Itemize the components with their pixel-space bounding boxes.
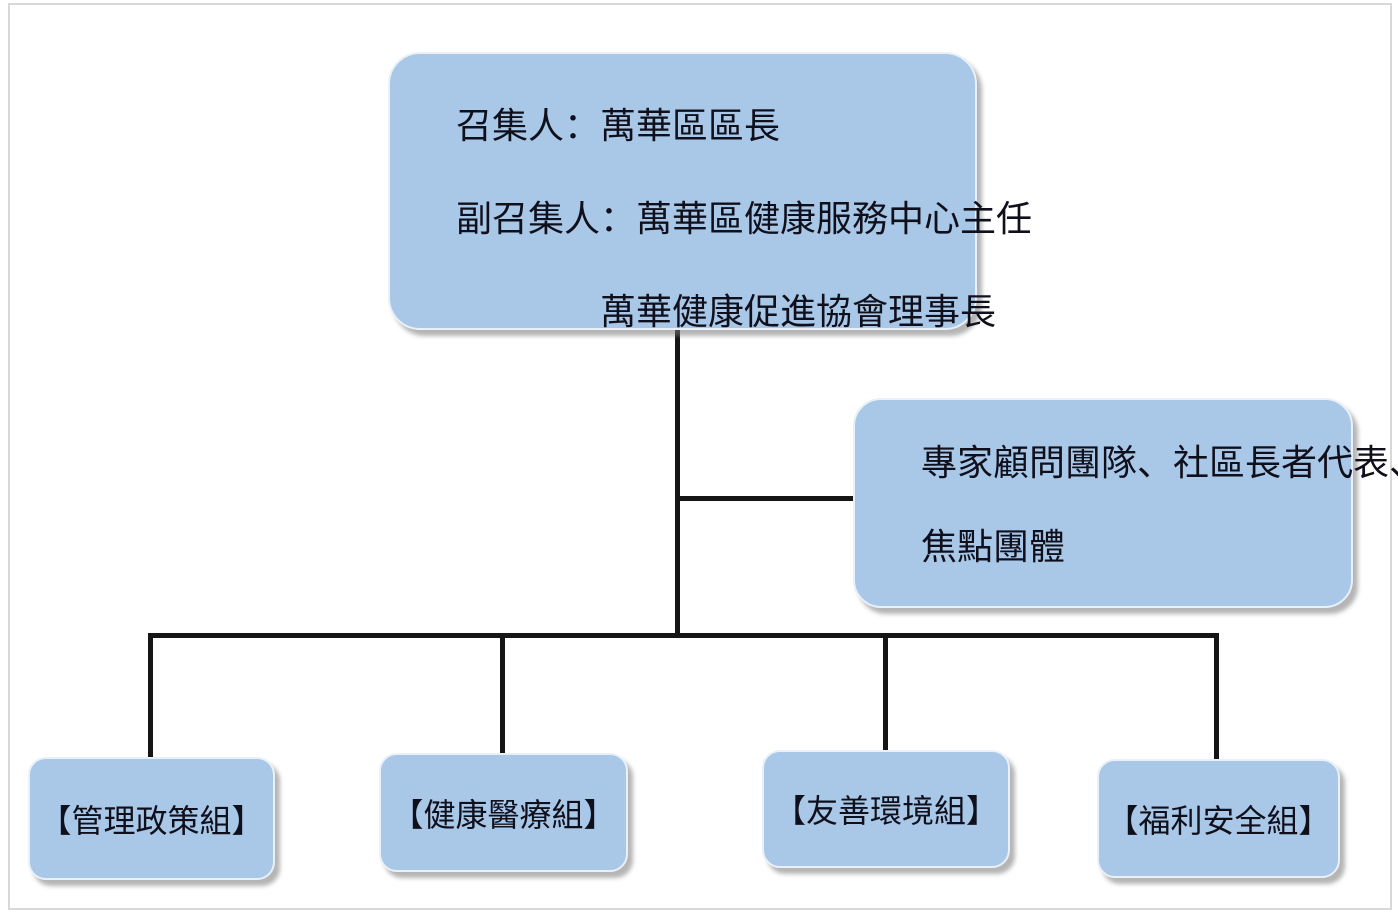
connector-drop-1 xyxy=(148,633,153,759)
group-box-management-policy: 【管理政策組】 xyxy=(28,757,275,880)
connector-advisor-branch xyxy=(677,496,855,501)
advisor-line-2: 焦點團體 xyxy=(921,526,1066,567)
leader-box: 召集人：萬華區區長 副召集人：萬華區健康服務中心主任 萬華健康促進協會理事長 xyxy=(388,52,1033,332)
advisor-box: 專家顧問團隊、社區長者代表、 焦點團體 xyxy=(853,398,1398,608)
leader-line-association-chair: 萬華健康促進協會理事長 xyxy=(600,290,997,332)
group-box-health-medical: 【健康醫療組】 xyxy=(379,753,628,872)
group-box-welfare-safety: 【福利安全組】 xyxy=(1097,759,1340,878)
leader-line-deputy-convener: 副召集人：萬華區健康服務中心主任 xyxy=(456,197,1033,239)
connector-drop-2 xyxy=(500,633,505,755)
connector-horizontal-bar xyxy=(148,633,1219,638)
group-box-friendly-environment: 【友善環境組】 xyxy=(762,750,1010,868)
group-label: 【友善環境組】 xyxy=(773,793,998,829)
group-label: 【管理政策組】 xyxy=(39,802,264,839)
connector-trunk xyxy=(675,326,680,638)
group-label: 【健康醫療組】 xyxy=(391,796,616,833)
leader-line-convener: 召集人：萬華區區長 xyxy=(456,104,781,146)
group-label: 【福利安全組】 xyxy=(1106,802,1331,839)
connector-drop-4 xyxy=(1214,633,1219,761)
connector-drop-3 xyxy=(883,633,888,752)
advisor-line-1: 專家顧問團隊、社區長者代表、 xyxy=(921,442,1398,483)
